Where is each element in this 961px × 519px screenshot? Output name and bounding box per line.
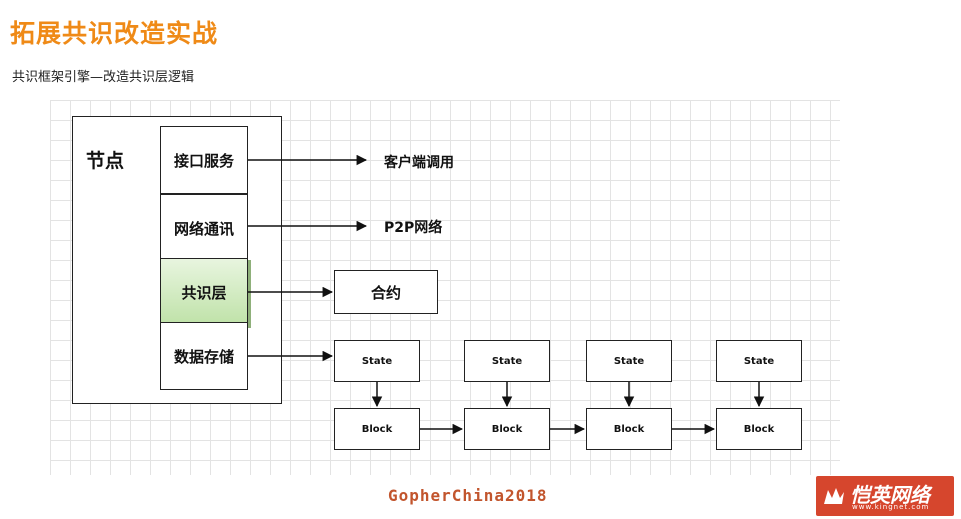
kingnet-logo: 恺英网络 www.kingnet.com bbox=[816, 476, 954, 516]
page-title: 拓展共识改造实战 bbox=[10, 19, 219, 48]
block-box-3: Block bbox=[586, 408, 672, 450]
state-box-1: State bbox=[334, 340, 420, 382]
node-label: 节点 bbox=[86, 150, 125, 172]
state-box-2: State bbox=[464, 340, 550, 382]
state-box-3: State bbox=[586, 340, 672, 382]
block-box-1: Block bbox=[334, 408, 420, 450]
block-box-4: Block bbox=[716, 408, 802, 450]
logo-name: 恺英网络 bbox=[850, 483, 930, 507]
target-client-call: 客户端调用 bbox=[384, 155, 454, 171]
logo-url: www.kingnet.com bbox=[852, 503, 930, 511]
footer-event-name: GopherChina2018 bbox=[388, 486, 548, 505]
block-box-2: Block bbox=[464, 408, 550, 450]
logo-icon bbox=[824, 488, 844, 504]
layer-network-communication: 网络通讯 bbox=[160, 194, 248, 262]
contract-box: 合约 bbox=[334, 270, 438, 314]
layer-consensus: 共识层 bbox=[160, 258, 248, 326]
layer-interface-service: 接口服务 bbox=[160, 126, 248, 194]
layer-data-storage: 数据存储 bbox=[160, 322, 248, 390]
state-box-4: State bbox=[716, 340, 802, 382]
page-subtitle: 共识框架引擎—改造共识层逻辑 bbox=[12, 70, 195, 85]
target-p2p-network: P2P网络 bbox=[384, 220, 443, 236]
